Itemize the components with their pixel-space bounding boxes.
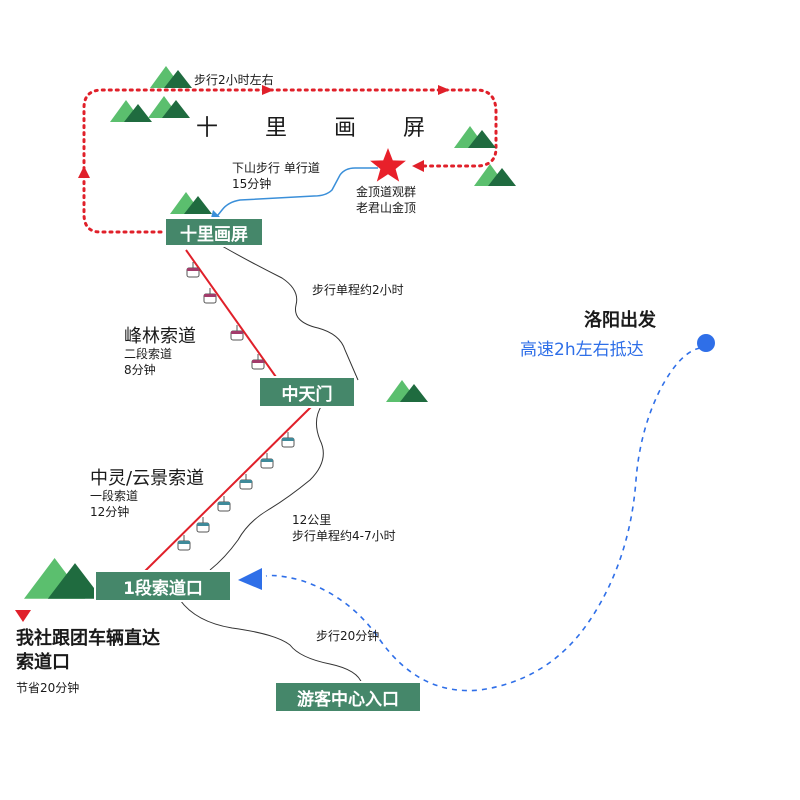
summit-star-icon — [370, 148, 406, 182]
summit-line2: 老君山金顶 — [356, 201, 417, 215]
mountain-icon — [150, 66, 192, 88]
fenglin-sub: 二段索道 — [124, 347, 173, 361]
station-zhongtianmen: 中天门 — [258, 376, 356, 408]
top-loop-route — [82, 88, 498, 234]
descent-label: 下山步行 单行道 — [232, 161, 320, 175]
loop-arrow-right-icon — [262, 85, 274, 95]
walk-2h-label: 步行2小时左右 — [194, 73, 274, 87]
lower-trail-distance: 12公里 — [292, 513, 332, 527]
summit-line1: 金顶道观群 — [356, 185, 417, 199]
station-visitor: 游客中心入口 — [274, 681, 422, 713]
visitor-walk-trail — [179, 599, 363, 685]
arrival-arrow-icon — [238, 568, 262, 590]
lower-trail-time: 步行单程约4-7小时 — [292, 529, 396, 543]
loop-arrow-right-icon-2 — [438, 85, 450, 95]
mountain-icon — [454, 126, 496, 148]
mountain-icon — [386, 380, 428, 402]
shili-title: 十 里 画 屏 — [196, 116, 445, 141]
origin-subtitle: 高速2h左右抵达 — [520, 340, 644, 360]
bus-note-line3: 节省20分钟 — [16, 681, 80, 695]
descent-time: 15分钟 — [232, 177, 272, 191]
lower-hiking-trail — [209, 404, 324, 571]
origin-title: 洛阳出发 — [584, 310, 656, 331]
bus-note-line2: 索道口 — [16, 652, 70, 673]
fenglin-name: 峰林索道 — [124, 326, 196, 347]
summit-descent-path — [213, 167, 378, 221]
mountain-icon — [474, 164, 516, 186]
zhongling-sub: 一段索道 — [90, 489, 139, 503]
mountain-icon — [110, 100, 152, 122]
luoyang-dot-icon — [697, 334, 715, 352]
fenglin-time: 8分钟 — [124, 363, 156, 377]
loop-arrow-left-icon — [412, 160, 424, 172]
zhongling-time: 12分钟 — [90, 505, 130, 519]
upper-trail-label: 步行单程约2小时 — [312, 283, 404, 297]
station-duan1: 1段索道口 — [94, 570, 232, 602]
bus-note-line1: 我社跟团车辆直达 — [16, 628, 160, 649]
zhongling-name: 中灵/云景索道 — [90, 468, 205, 489]
zhongling-cable-line — [141, 404, 314, 575]
station-shili: 十里画屏 — [164, 217, 264, 247]
loop-arrow-up-icon — [78, 166, 90, 178]
mountain-large-icon — [24, 558, 103, 599]
upper-hiking-trail — [221, 245, 359, 381]
mountain-icon — [170, 192, 212, 214]
mountain-icon — [148, 96, 190, 118]
fenglin-cable-line — [185, 249, 277, 378]
visitor-walk-label: 步行20分钟 — [316, 629, 380, 643]
highway-route — [265, 347, 701, 692]
bus-marker-icon — [15, 610, 31, 622]
